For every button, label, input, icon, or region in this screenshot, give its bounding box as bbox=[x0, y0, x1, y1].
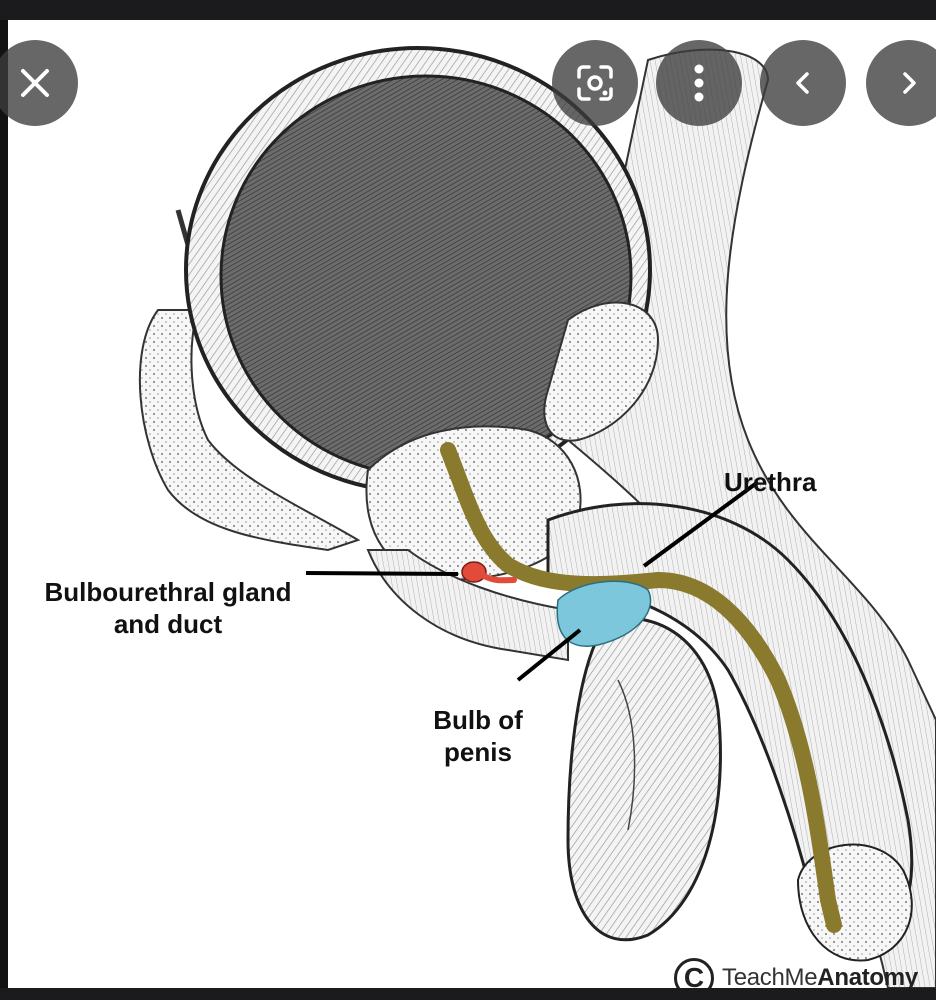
copyright-icon: C bbox=[674, 958, 714, 988]
viewer-top-bar bbox=[0, 0, 936, 20]
search-image-button[interactable] bbox=[552, 40, 638, 126]
bulbourethral-leader-line bbox=[306, 573, 458, 574]
bulbourethral-gland bbox=[462, 562, 486, 582]
viewer-bottom-bar bbox=[0, 988, 936, 1000]
anatomy-image: Urethra Bulbourethral gland and duct Bul… bbox=[8, 20, 936, 988]
label-bulb-of-penis: Bulb of penis bbox=[420, 704, 536, 768]
lens-icon bbox=[575, 63, 615, 103]
bulbourethral-duct bbox=[484, 576, 514, 580]
chevron-right-icon bbox=[897, 69, 921, 97]
more-options-button[interactable] bbox=[656, 40, 742, 126]
teachmeanatomy-watermark: C TeachMeAnatomy bbox=[674, 954, 918, 988]
watermark-brand-bold: Anatomy bbox=[817, 964, 918, 988]
close-icon bbox=[17, 65, 53, 101]
label-urethra: Urethra bbox=[724, 466, 816, 498]
watermark-brand-light: TeachMe bbox=[722, 964, 817, 988]
label-bulb-line1: Bulb of bbox=[420, 704, 536, 736]
label-bulbourethral-line1: Bulbourethral gland bbox=[18, 576, 318, 608]
testis bbox=[568, 618, 720, 940]
previous-image-button[interactable] bbox=[760, 40, 846, 126]
anatomy-illustration bbox=[8, 20, 936, 988]
watermark-brand: TeachMeAnatomy bbox=[722, 964, 918, 988]
more-vert-icon bbox=[693, 63, 705, 103]
label-bulbourethral-gland: Bulbourethral gland and duct bbox=[18, 576, 318, 640]
label-bulbourethral-line2: and duct bbox=[18, 608, 318, 640]
label-bulb-line2: penis bbox=[420, 736, 536, 768]
chevron-left-icon bbox=[791, 69, 815, 97]
